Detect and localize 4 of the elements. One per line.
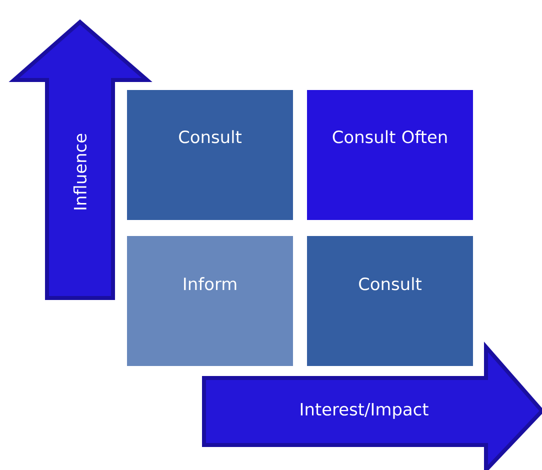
quadrant-box: Inform [127, 236, 293, 366]
quadrant-box: Consult Often [307, 90, 473, 220]
quadrant-box: Consult [127, 90, 293, 220]
quadrant-box: Consult [307, 236, 473, 366]
